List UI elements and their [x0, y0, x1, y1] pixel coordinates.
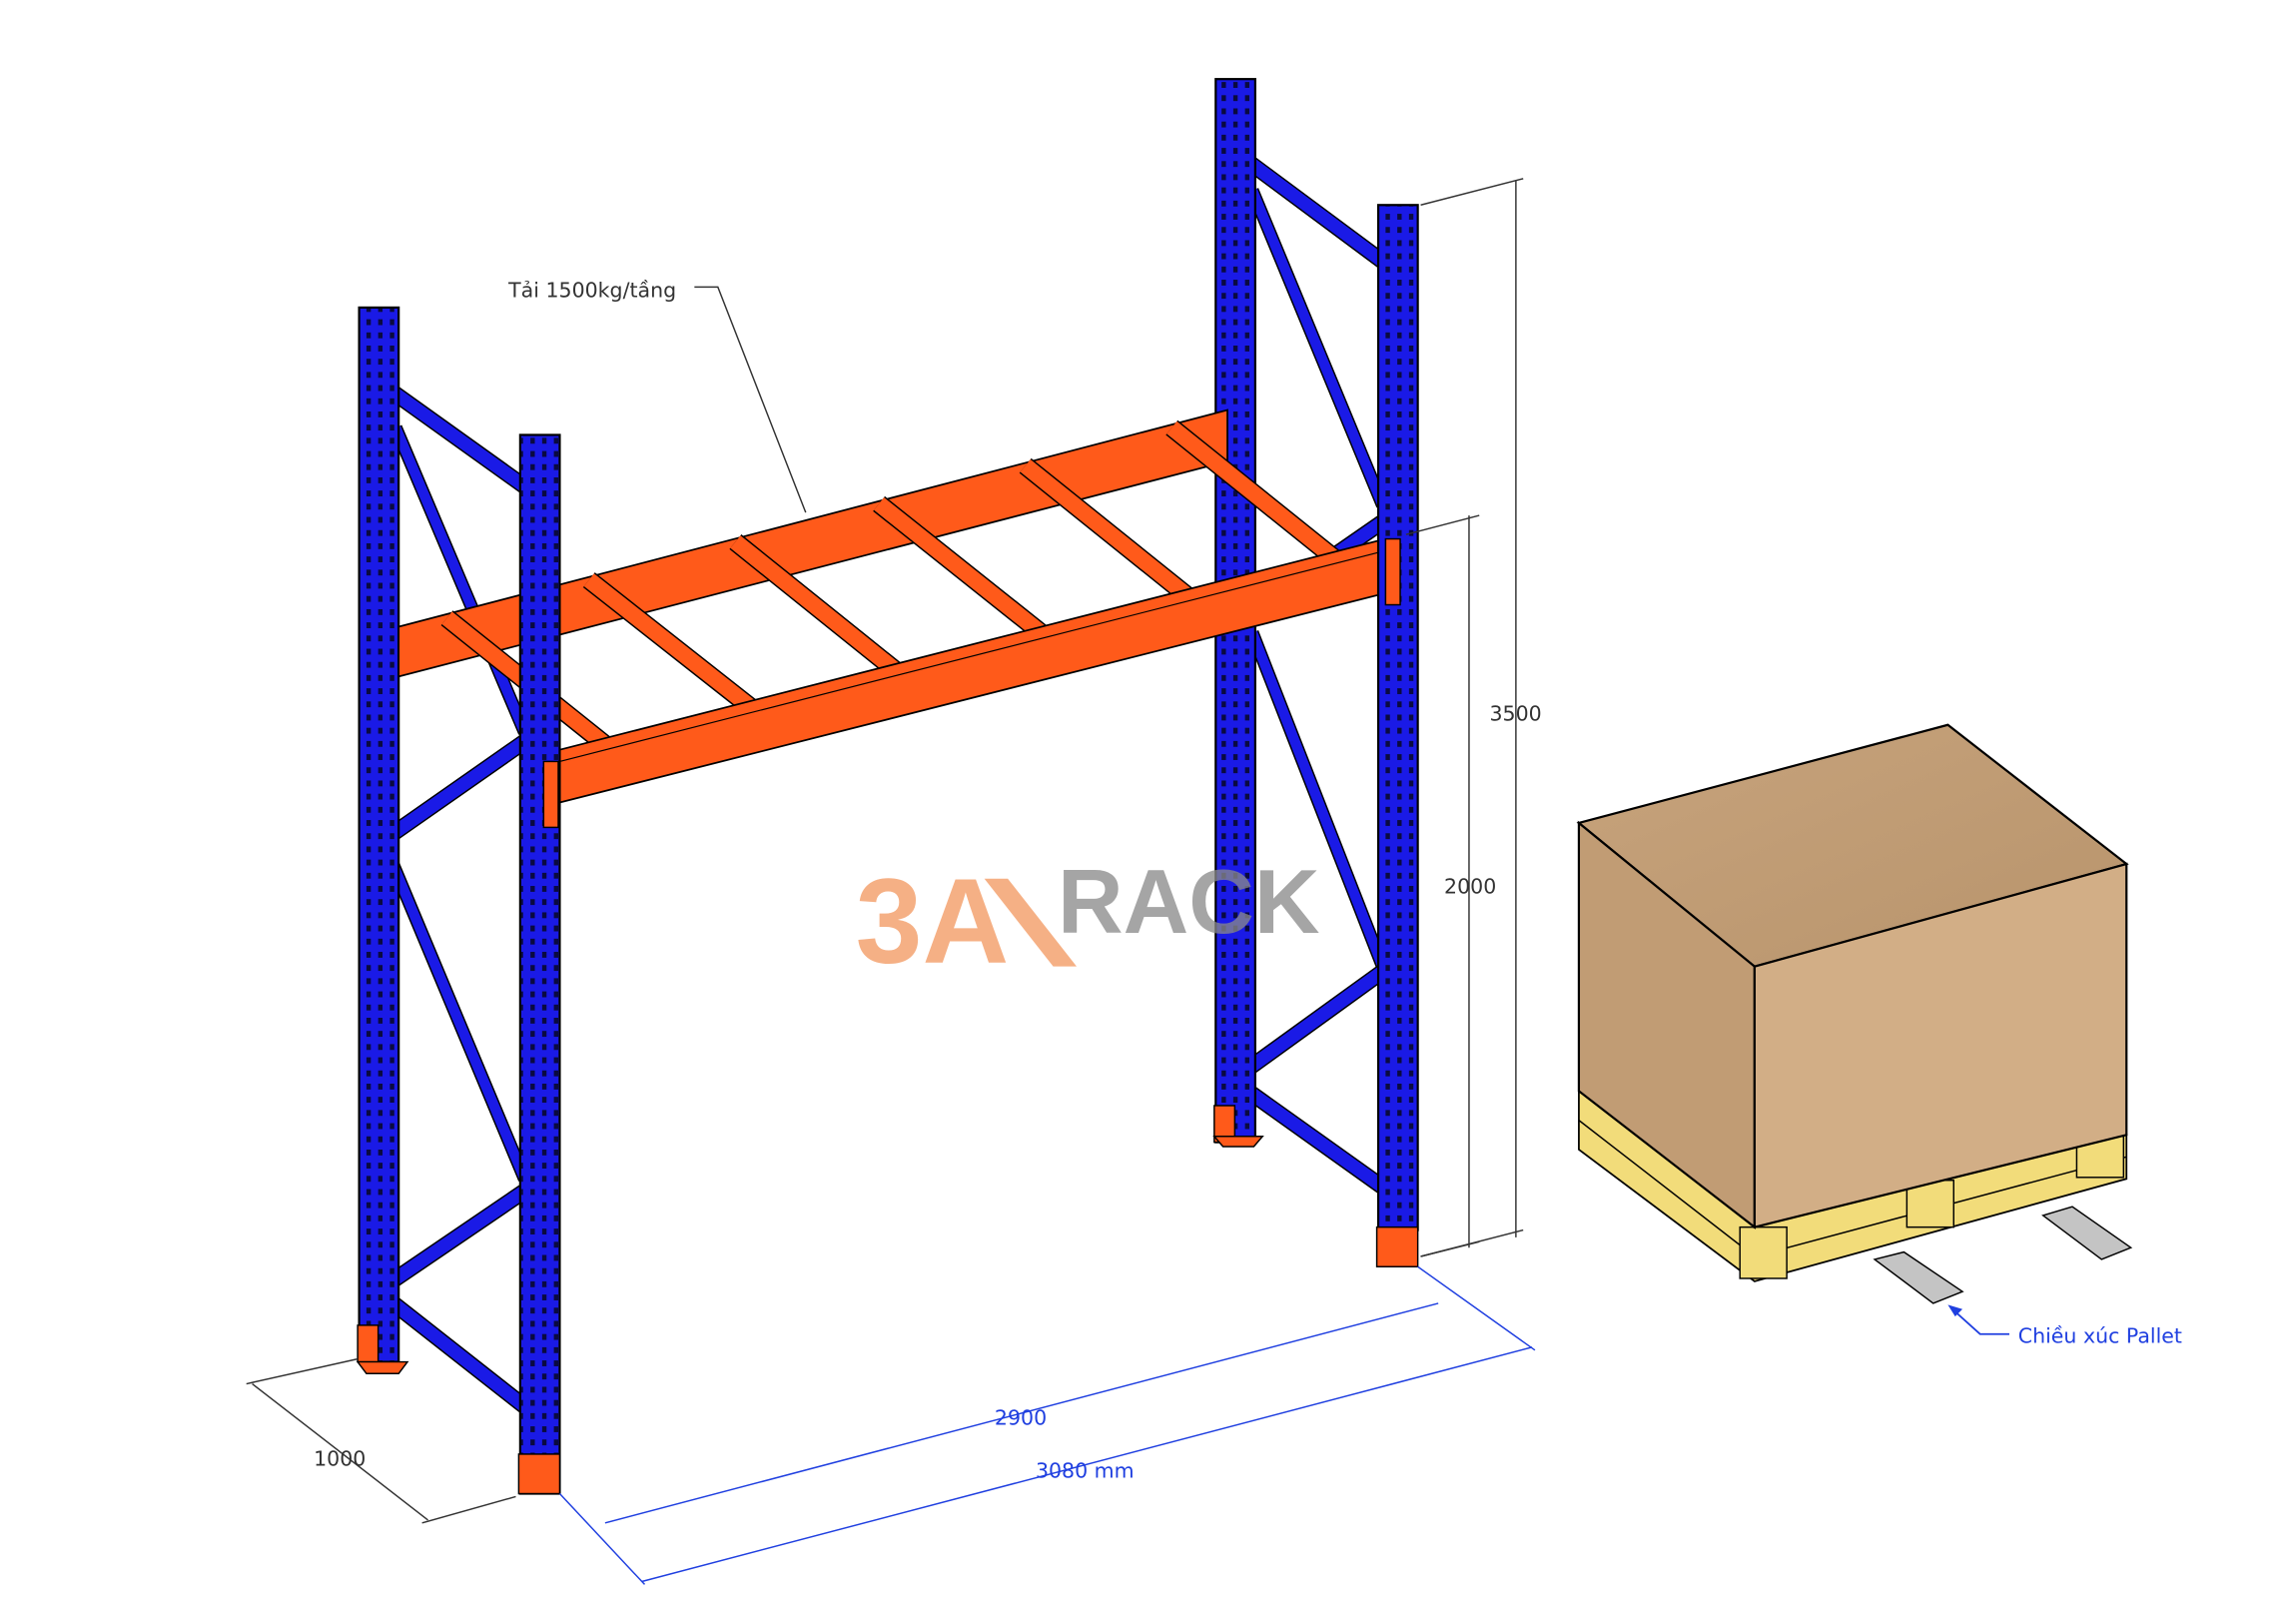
fork-right	[2041, 1206, 2133, 1260]
load-leader-line	[694, 286, 807, 513]
fork-direction-arrow	[1949, 1306, 2009, 1335]
left-frame-bracing	[376, 377, 535, 1415]
width-dimensions	[558, 1265, 1536, 1585]
box-right-face	[1753, 862, 2128, 1229]
fork-left	[1873, 1250, 1964, 1304]
upright-left-back	[356, 306, 409, 1375]
pallet-with-box	[1576, 723, 2133, 1304]
load-label: Tải 1500kg/tầng	[507, 279, 676, 303]
inner-width-label: 2900	[995, 1406, 1047, 1430]
upright-left-front	[517, 433, 561, 1495]
fork-direction-label: Chiều xúc Pallet	[2018, 1323, 2182, 1347]
logo-mark: 3A	[856, 854, 1010, 988]
height-dimension-2000	[1405, 514, 1480, 1257]
outer-width-label: 3080 mm	[1036, 1458, 1135, 1482]
depth-dimension-1000	[246, 1357, 516, 1524]
height-beam-label: 2000	[1444, 874, 1496, 898]
upright-right-front	[1375, 204, 1419, 1267]
logo-3a-rack: 3A RACK	[856, 852, 1320, 988]
depth-label: 1000	[314, 1447, 366, 1471]
height-total-label: 3500	[1489, 701, 1541, 725]
logo-word: RACK	[1058, 852, 1320, 953]
right-frame-bracing	[1232, 147, 1391, 1197]
